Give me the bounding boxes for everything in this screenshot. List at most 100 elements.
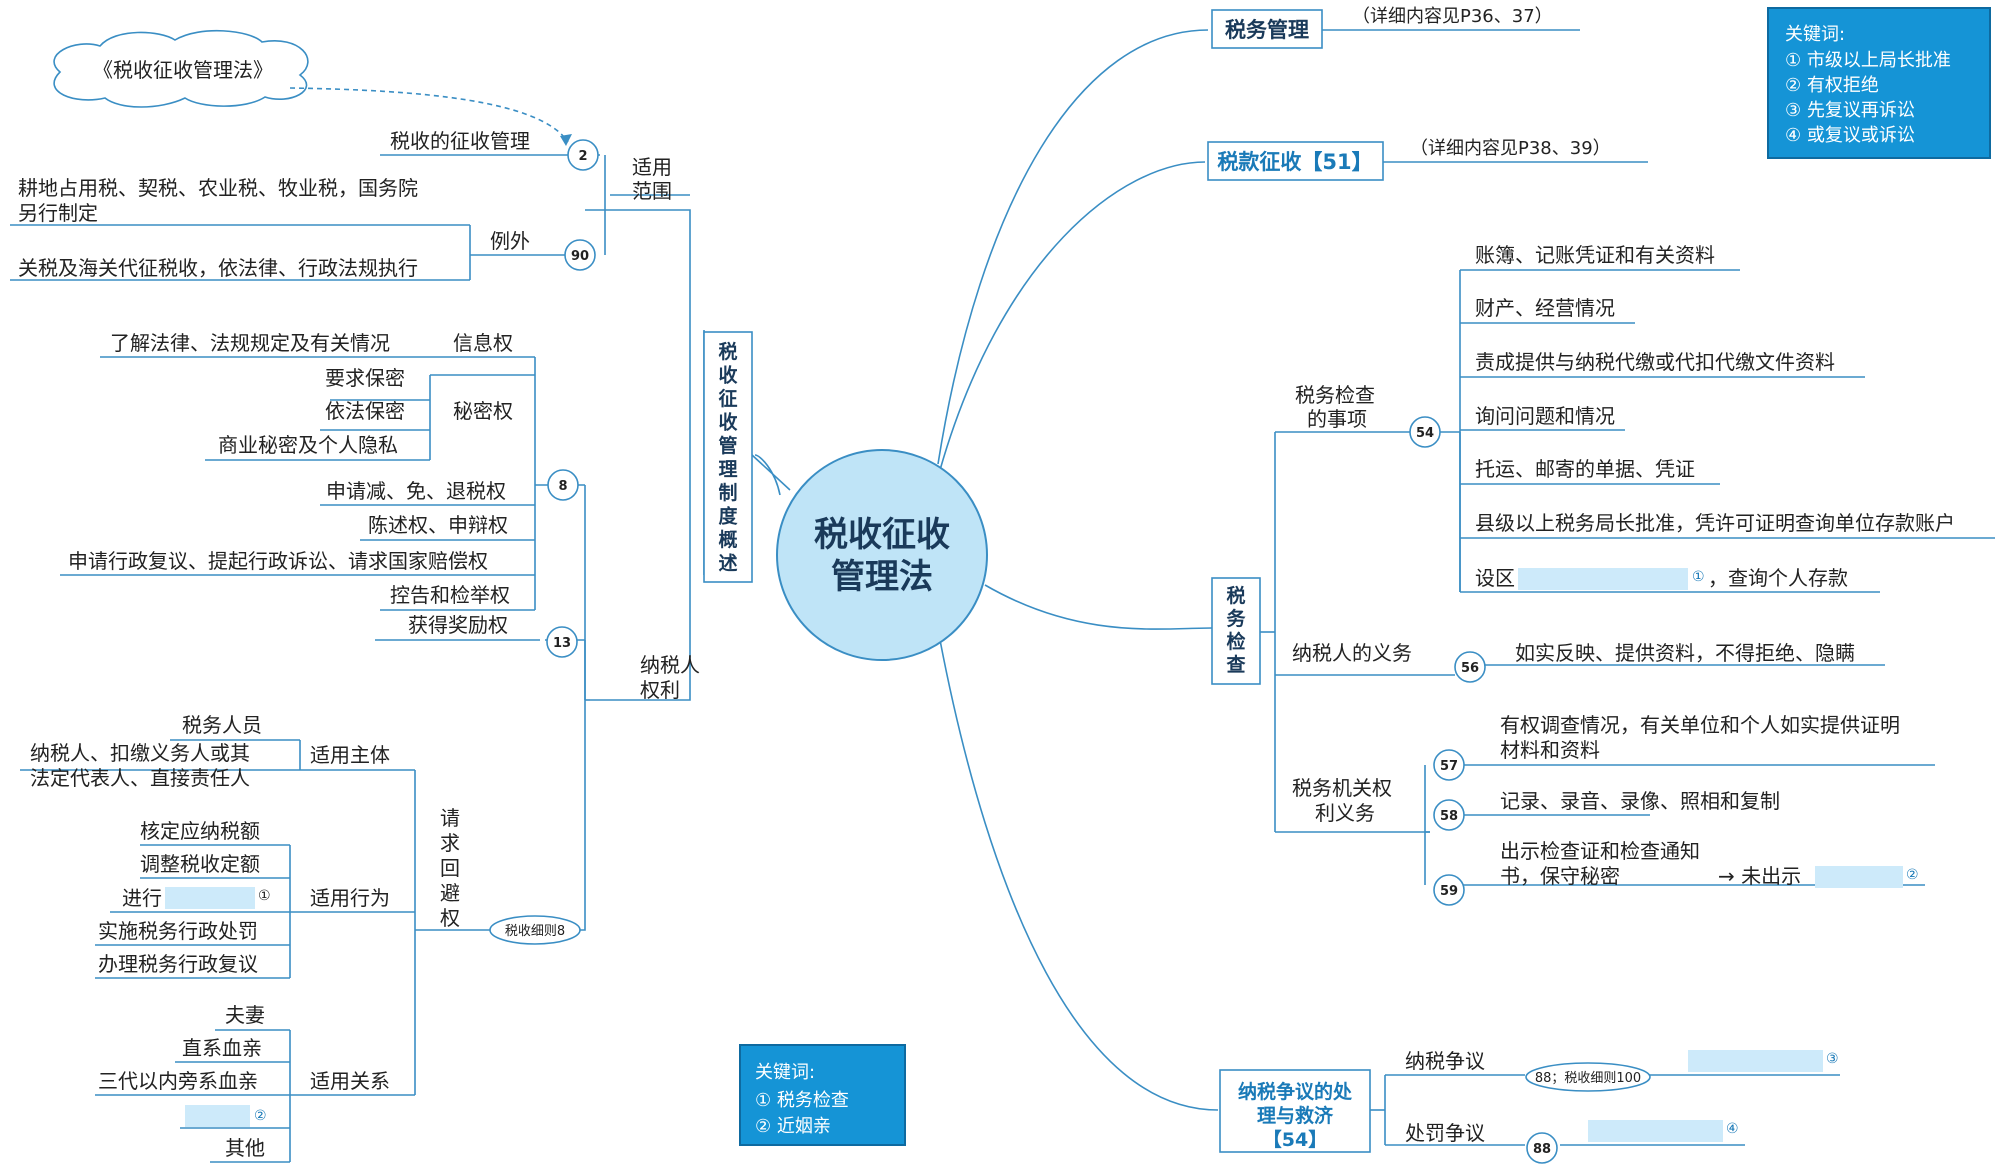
act-3-mark: ① [258, 888, 271, 904]
tax-collect-label: 税款征收【51】 [1217, 150, 1372, 174]
recusal-title-char: 避 [440, 881, 460, 905]
inspection-title-char: 务 [1226, 607, 1246, 630]
act-1: 核定应纳税额 [140, 819, 260, 843]
matter-1: 账簿、记账凭证和有关资料 [1475, 243, 1715, 267]
num-54: 54 [1416, 426, 1434, 441]
dispute-1: 纳税争议 [1405, 1049, 1485, 1073]
secret-3: 商业秘密及个人隐私 [218, 433, 398, 457]
num-58: 58 [1440, 809, 1458, 824]
left-kw-2: ② 近姻亲 [755, 1116, 831, 1137]
subject-label: 适用主体 [310, 743, 390, 767]
inspection-title: 税务检查 [1225, 584, 1246, 676]
recusal-title-char: 请 [440, 806, 460, 830]
num-56: 56 [1461, 661, 1479, 676]
rel-2: 直系血亲 [182, 1036, 262, 1060]
matter-3: 责成提供与纳税代缴或代扣代缴文件资料 [1475, 350, 1835, 374]
recusal-title-char: 求 [440, 831, 460, 855]
secret-1: 要求保密 [325, 366, 405, 390]
scope-label1: 适用 [632, 155, 672, 179]
subject-1: 税务人员 [182, 713, 262, 737]
center-line2: 管理法 [831, 557, 933, 597]
num-57: 57 [1440, 759, 1458, 774]
act-2: 调整税收定额 [140, 852, 260, 876]
overview-box [703, 331, 753, 583]
overview-title-char: 税 [718, 340, 737, 363]
inspection-title-char: 检 [1226, 630, 1245, 653]
info-item: 了解法律、法规规定及有关情况 [110, 331, 390, 355]
matter-2: 财产、经营情况 [1475, 296, 1615, 320]
subject-2b: 法定代表人、直接责任人 [30, 766, 250, 790]
right-kw-title: 关键词: [1785, 24, 1845, 45]
matter-4: 询问问题和情况 [1475, 404, 1615, 428]
recusal-title-char: 权 [440, 906, 460, 930]
dispute-2-mark: ④ [1726, 1121, 1739, 1137]
left-kw-title: 关键词: [755, 1062, 815, 1083]
act-3-blank [165, 887, 255, 909]
right-1: 申请减、免、退税权 [326, 479, 506, 503]
right-kw-3: ③ 先复议再诉讼 [1785, 100, 1915, 121]
exception-1a: 耕地占用税、契税、农业税、牧业税，国务院 [18, 176, 418, 200]
exception-1b: 另行制定 [18, 201, 98, 225]
scope-num1: 2 [578, 149, 587, 164]
matter-6: 县级以上税务局长批准，凭许可证明查询单位存款账户 [1475, 511, 1955, 535]
scope-label2: 范围 [632, 179, 672, 203]
rel-3: 三代以内旁系血亲 [98, 1069, 258, 1093]
scope-item1: 税收的征收管理 [390, 129, 530, 153]
dispute-1-blank [1688, 1050, 1823, 1072]
overview-title-char: 征 [718, 387, 737, 410]
info-right: 信息权 [453, 331, 513, 355]
right-2: 陈述权、申辩权 [368, 513, 508, 537]
auth-1a: 有权调查情况，有关单位和个人如实提供证明 [1500, 713, 1900, 737]
auth-3b: 书，保守秘密 [1500, 864, 1620, 888]
duty-text: 如实反映、提供资料，不得拒绝、隐瞒 [1515, 641, 1855, 665]
dispute-l2: 理与救济 [1257, 1104, 1334, 1127]
auth-3-blank [1815, 866, 1903, 888]
rel-4-blank [185, 1105, 250, 1127]
rel-label: 适用关系 [310, 1069, 390, 1093]
rights-num13: 13 [553, 636, 571, 651]
act-4: 实施税务行政处罚 [98, 919, 258, 943]
auth-2: 记录、录音、录像、照相和复制 [1500, 789, 1780, 813]
dispute-1-num: 88；税收细则100 [1535, 1071, 1641, 1086]
dispute-l3: 【54】 [1263, 1128, 1327, 1151]
dispute-2: 处罚争议 [1405, 1121, 1485, 1145]
secret-2: 依法保密 [325, 399, 405, 423]
act-3: 进行 [122, 886, 162, 910]
cloud-text: 《税收征收管理法》 [93, 58, 273, 82]
tax-mgmt-box [1211, 9, 1323, 49]
dispute-2-blank [1588, 1120, 1723, 1142]
auth-3-mark: ② [1906, 867, 1919, 883]
inspection-box [1211, 577, 1261, 685]
dispute-l1: 纳税争议的处 [1238, 1080, 1353, 1103]
cloud-shape [53, 29, 309, 108]
rel-1: 夫妻 [225, 1003, 265, 1027]
overview-title-char: 理 [718, 459, 737, 481]
overview-title-char: 度 [718, 505, 738, 528]
duty-label: 纳税人的义务 [1292, 641, 1412, 665]
matter-7-mark: ① [1692, 569, 1705, 585]
right-5: 获得奖励权 [408, 613, 508, 637]
dispute-box [1219, 1069, 1371, 1153]
rights-num8: 8 [558, 479, 567, 494]
overview-title-char: 收 [718, 364, 737, 387]
matters-l1: 税务检查 [1295, 383, 1375, 407]
auth-3a: 出示检查证和检查通知 [1500, 839, 1700, 863]
num-59: 59 [1440, 884, 1458, 899]
left-keyword-box [739, 1044, 906, 1146]
overview-title-char: 概 [718, 529, 737, 551]
right-kw-1: ① 市级以上局长批准 [1785, 50, 1951, 71]
recusal-rule: 税收细则8 [505, 924, 565, 939]
dispute-2-num: 88 [1533, 1142, 1551, 1157]
act-5: 办理税务行政复议 [98, 952, 258, 976]
right-3: 申请行政复议、提起行政诉讼、请求国家赔偿权 [68, 549, 488, 573]
matter-7-blank [1518, 568, 1688, 590]
dispute-1-mark: ③ [1826, 1051, 1839, 1067]
tax-collect-note: （详细内容见P38、39） [1410, 138, 1611, 159]
subject-2a: 纳税人、扣缴义务人或其 [30, 741, 250, 765]
tax-mgmt-note: （详细内容见P36、37） [1352, 6, 1553, 27]
auth-1b: 材料和资料 [1500, 738, 1600, 762]
rel-5: 其他 [225, 1136, 265, 1160]
overview-title-char: 述 [718, 553, 737, 575]
